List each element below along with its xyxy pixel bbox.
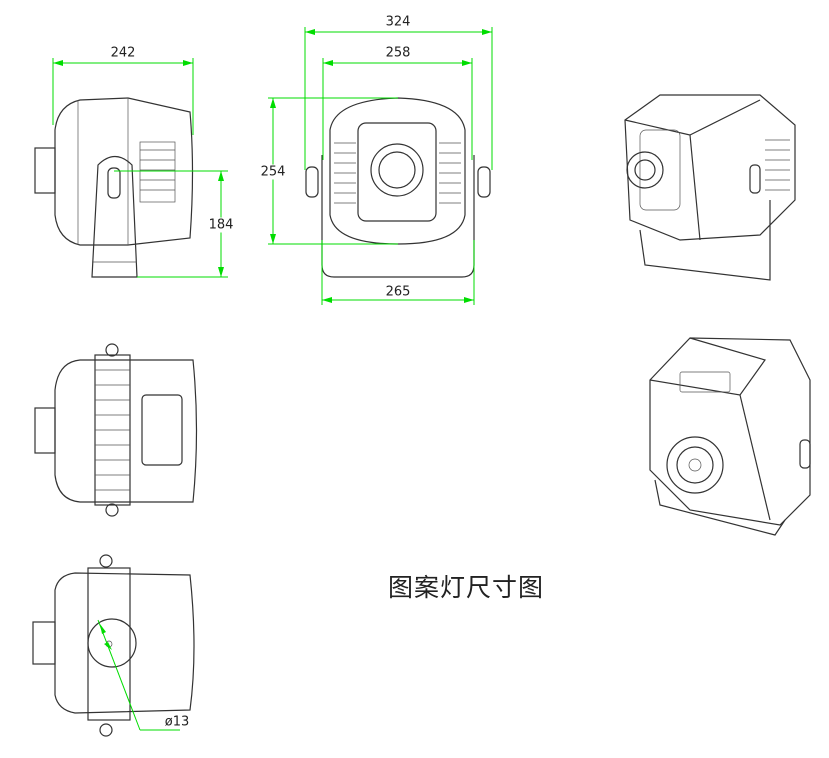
dim-mount-hole: ø13: [164, 714, 190, 730]
dim-front-overall-width: 324: [385, 14, 411, 30]
side-view: [34, 97, 194, 278]
drawing-title: 图案灯尺寸图: [388, 573, 545, 602]
front-view: [305, 97, 491, 278]
dim-bracket-width: 265: [385, 284, 411, 300]
isometric-view-front: [649, 337, 811, 536]
mount-hole-dimension: [97, 619, 180, 731]
dim-side-height: 184: [208, 217, 234, 233]
bottom-view: [32, 554, 195, 737]
dim-front-body-width: 258: [385, 45, 411, 61]
isometric-view-rear: [624, 94, 796, 281]
top-view: [34, 343, 198, 517]
dim-front-height: 254: [260, 164, 286, 180]
dim-side-width: 242: [110, 45, 136, 61]
